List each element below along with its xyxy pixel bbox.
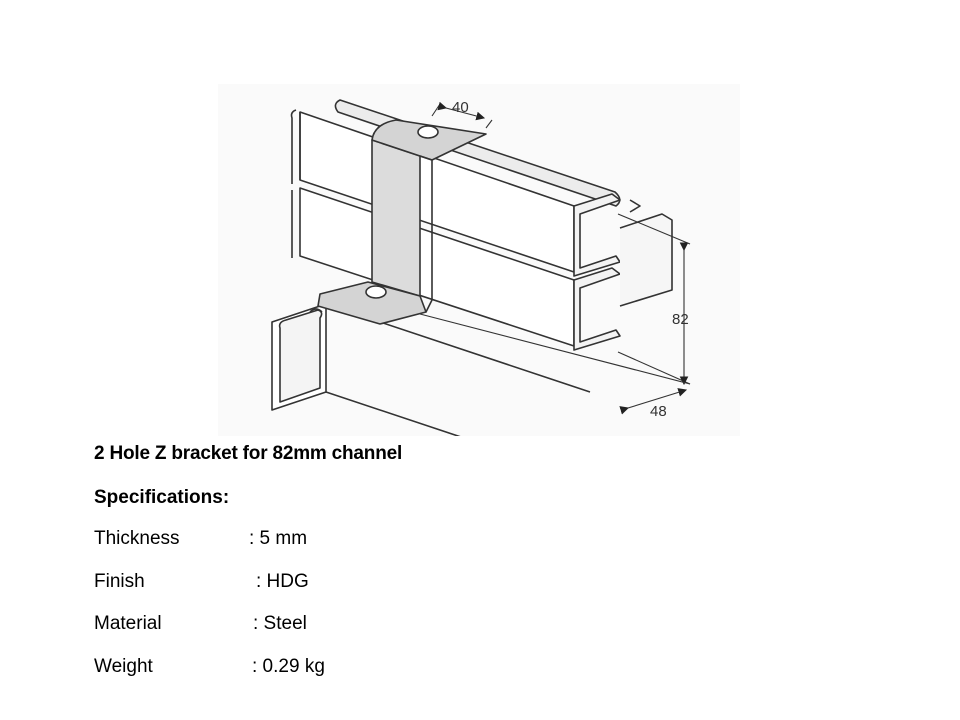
bracket-drawing: 40 82 48 [271,99,691,436]
spec-label: Finish [94,571,145,592]
back-flange [619,213,673,307]
product-title: 2 Hole Z bracket for 82mm channel [94,443,403,464]
dim-label-width: 40 [452,99,469,116]
spec-label: Material [94,613,162,634]
dim-label-height: 82 [672,311,689,328]
spec-value: : 5 mm [249,528,308,549]
spec-label: Weight [94,656,153,677]
spec-value: : Steel [253,613,307,634]
spec-row-weight: Weight : 0.29 kg [94,656,594,682]
spec-row-thickness: Thickness : 5 mm [94,528,594,554]
bracket-top-flange [371,119,487,161]
bracket-diagram: 40 82 48 [218,84,740,436]
bottom-hole [365,285,387,299]
spec-value: : HDG [256,571,309,592]
top-hole [417,125,439,139]
z-bracket [371,139,421,297]
specifications-heading: Specifications: [94,487,230,508]
spec-label: Thickness [94,528,180,549]
channel-end-profile [573,193,621,277]
dim-label-depth: 48 [650,403,667,420]
spec-value: : 0.29 kg [252,656,325,677]
spec-row-finish: Finish : HDG [94,571,594,597]
spec-row-material: Material : Steel [94,613,594,639]
